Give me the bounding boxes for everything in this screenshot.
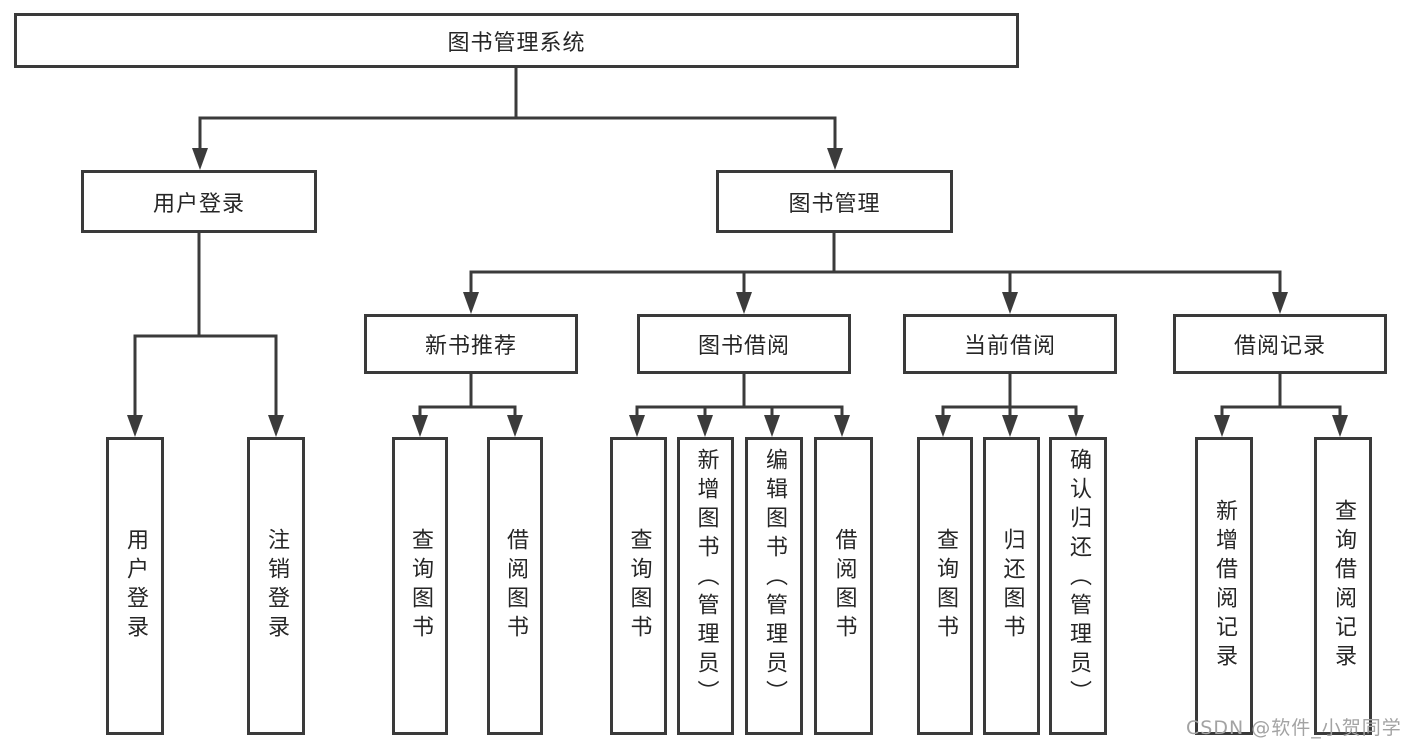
node-user-login-group: 用户登录 — [81, 170, 317, 233]
node-label: 编辑图书（管理员） — [762, 448, 787, 709]
node-label: 当前借阅 — [963, 334, 1056, 359]
node-label: 查询图书 — [933, 528, 958, 644]
node-borrow-records: 借阅记录 — [1173, 314, 1387, 374]
node-label: 用户登录 — [123, 528, 148, 644]
node-library-management-system: 图书管理系统 — [14, 13, 1019, 68]
node-label: 借阅记录 — [1233, 334, 1326, 359]
node-confirm-return-admin: 确认归还（管理员） — [1049, 437, 1107, 735]
node-label: 新增借阅记录 — [1212, 499, 1237, 673]
node-borrow-books-2: 借阅图书 — [814, 437, 873, 735]
node-add-book-admin: 新增图书（管理员） — [677, 437, 734, 735]
node-label: 新书推荐 — [424, 334, 517, 359]
node-user-login: 用户登录 — [106, 437, 164, 735]
node-current-borrow: 当前借阅 — [903, 314, 1117, 374]
csdn-watermark: CSDN @软件_小贺同学 — [1186, 717, 1402, 739]
node-label: 图书管理 — [788, 191, 881, 217]
node-label: 查询图书 — [626, 528, 652, 644]
node-label: 归还图书 — [999, 528, 1025, 644]
node-book-borrow: 图书借阅 — [637, 314, 851, 374]
node-add-borrow-record: 新增借阅记录 — [1195, 437, 1253, 735]
node-borrow-books-1: 借阅图书 — [487, 437, 543, 735]
node-label: 用户登录 — [152, 191, 245, 217]
node-label: 图书管理系统 — [447, 30, 586, 56]
node-label: 查询借阅记录 — [1331, 499, 1356, 673]
node-query-books-2: 查询图书 — [610, 437, 667, 735]
node-logout-login: 注销登录 — [247, 437, 305, 735]
node-label: 查询图书 — [408, 528, 433, 644]
node-label: 注销登录 — [264, 528, 289, 644]
node-query-books-3: 查询图书 — [917, 437, 973, 735]
node-return-book: 归还图书 — [983, 437, 1040, 735]
node-query-borrow-record: 查询借阅记录 — [1314, 437, 1372, 735]
node-query-books-1: 查询图书 — [392, 437, 448, 735]
node-label: 新增图书（管理员） — [693, 448, 719, 709]
node-label: 借阅图书 — [831, 528, 857, 644]
node-label: 确认归还（管理员） — [1066, 448, 1091, 709]
node-label: 图书借阅 — [697, 334, 790, 359]
node-book-management: 图书管理 — [716, 170, 953, 233]
node-new-book-recommend: 新书推荐 — [364, 314, 578, 374]
node-edit-book-admin: 编辑图书（管理员） — [745, 437, 803, 735]
node-label: 借阅图书 — [503, 528, 528, 644]
